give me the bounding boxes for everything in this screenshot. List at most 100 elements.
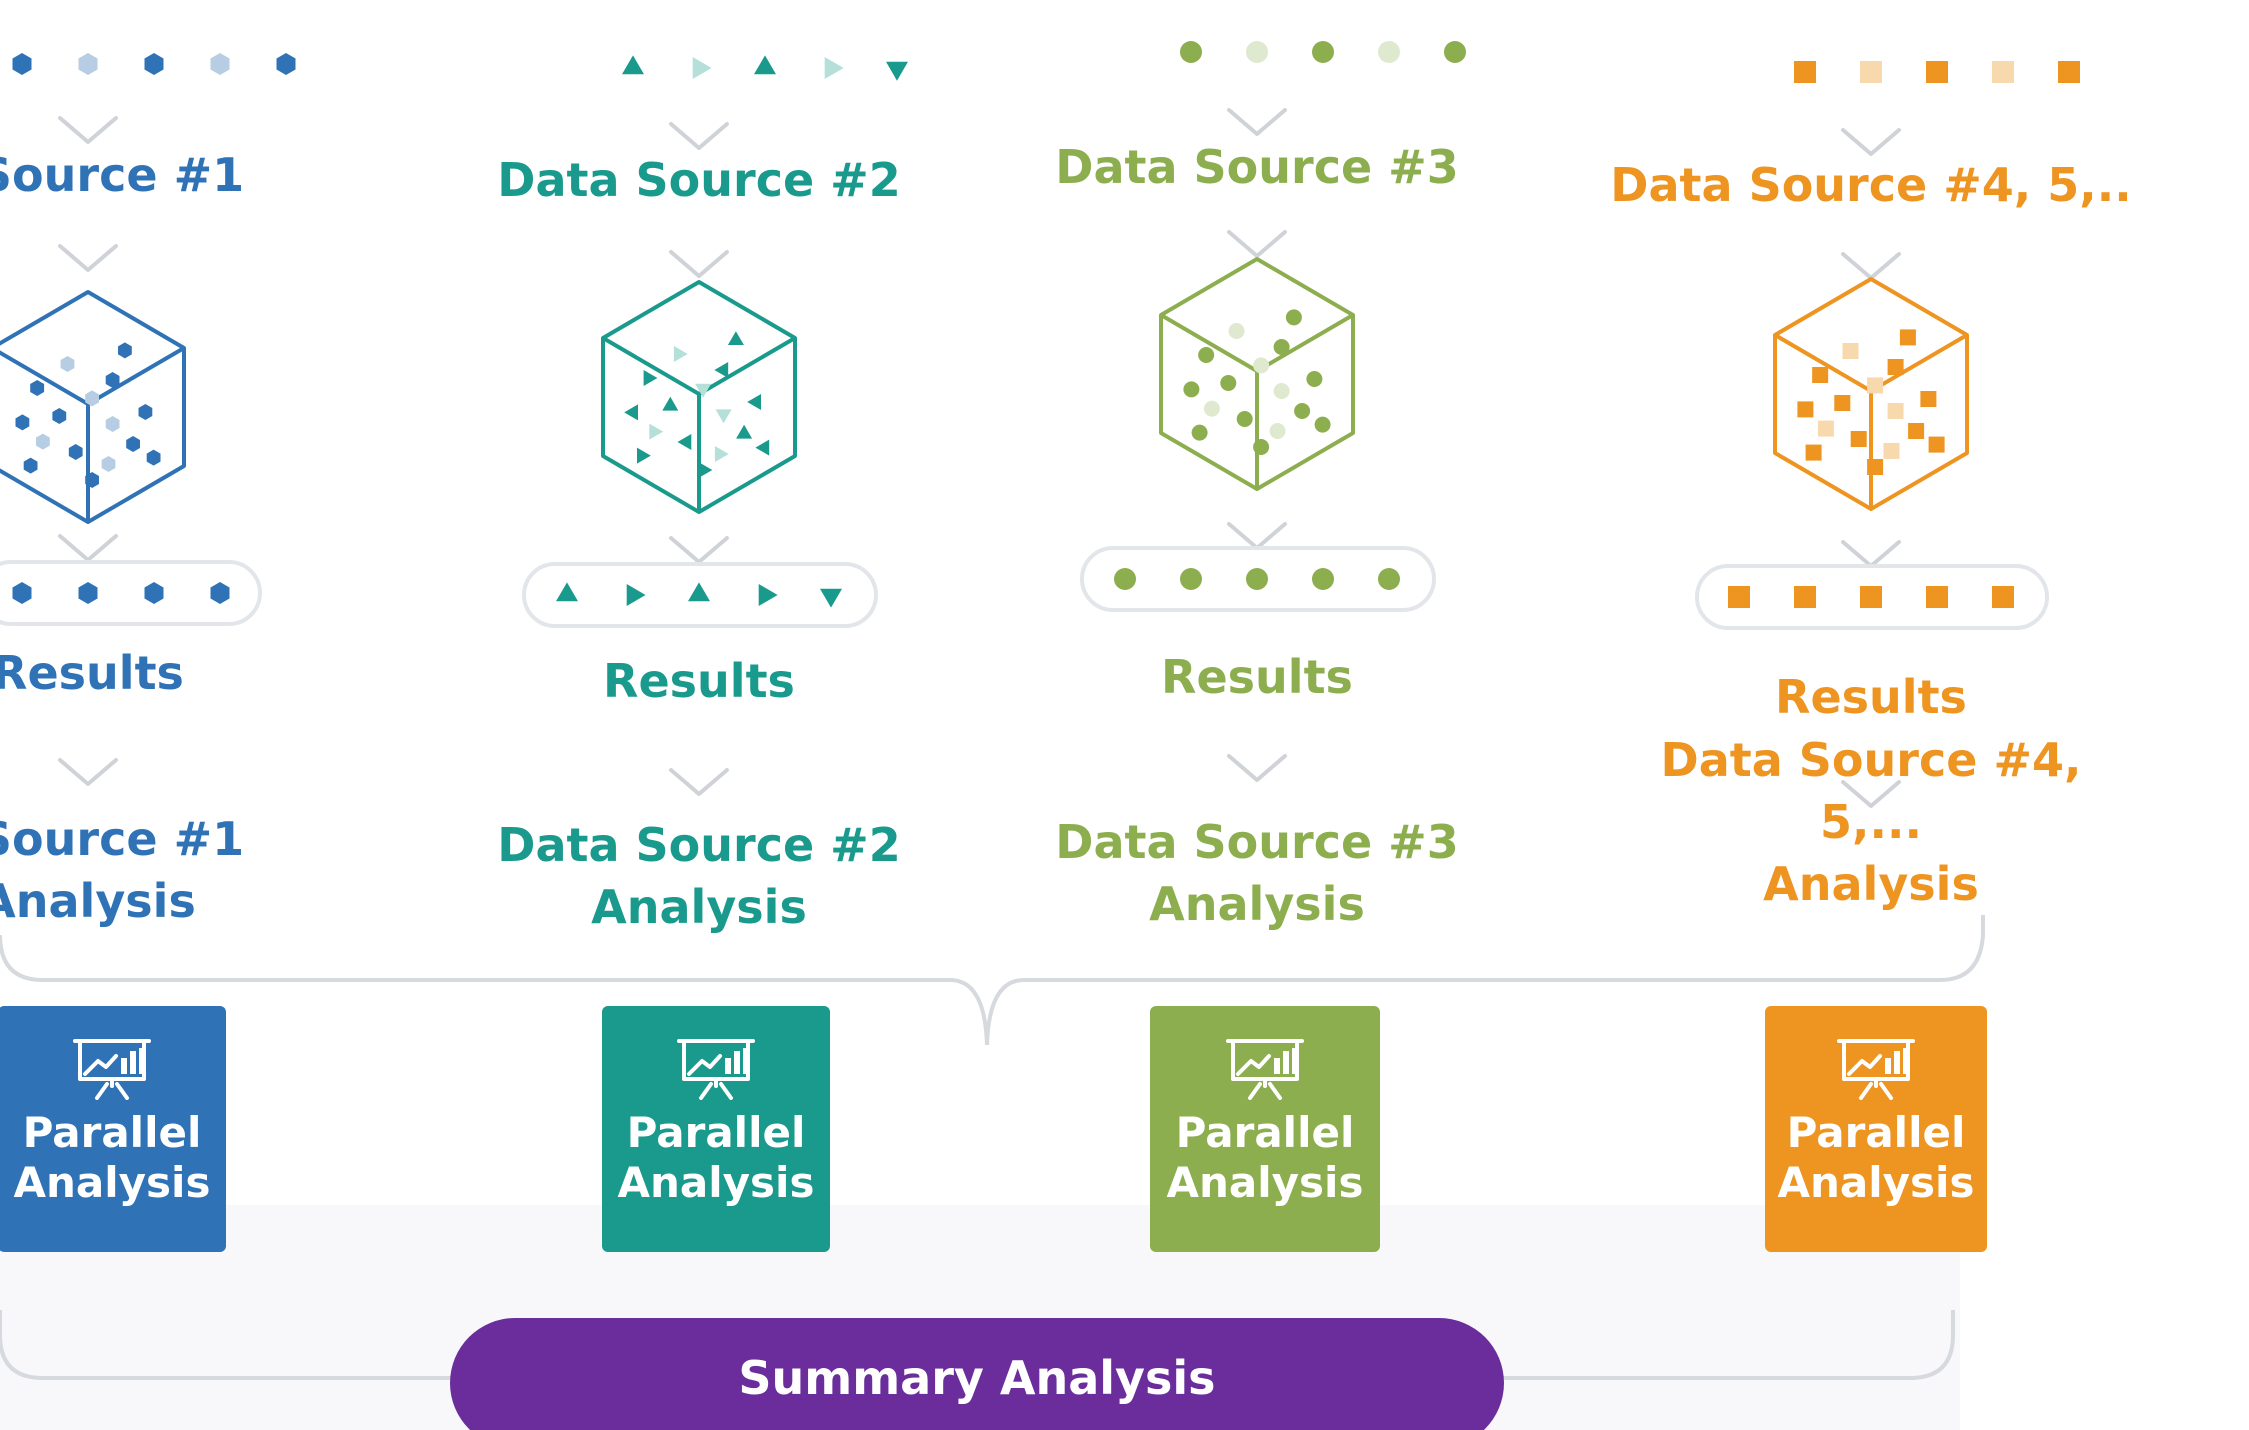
column-4-results-label: Results (1775, 670, 1967, 724)
triangle-marker (727, 331, 744, 345)
circle-marker (1269, 423, 1286, 439)
hexagon-marker (12, 582, 32, 604)
circle-marker (1285, 309, 1302, 326)
hexagon-marker (68, 444, 83, 460)
triangle-marker (714, 362, 729, 378)
triangle-marker (643, 370, 658, 386)
square-marker (1920, 391, 1937, 407)
circle-marker (1294, 403, 1311, 419)
circle-marker (1246, 41, 1268, 63)
triangle-marker (556, 582, 578, 602)
column-2-analysis-line: Data Source #2 (497, 818, 901, 872)
circle-marker (1378, 41, 1400, 63)
triangle-marker (714, 446, 729, 462)
square-marker (1794, 61, 1816, 83)
square-marker (1794, 586, 1816, 608)
square-marker (1860, 586, 1882, 608)
circle-marker (1180, 568, 1202, 590)
hexagon-marker (276, 53, 296, 75)
column-1-results-label: Results (0, 646, 184, 700)
circle-marker (1191, 424, 1208, 441)
triangle-marker (624, 404, 638, 421)
parallel-analysis-label: Parallel (1175, 1108, 1355, 1157)
circle-marker (1314, 416, 1331, 433)
hexagon-marker (210, 582, 230, 604)
square-marker (1817, 420, 1834, 437)
triangle-marker (649, 423, 664, 440)
square-marker (1867, 377, 1884, 394)
circle-marker (1198, 347, 1215, 363)
chevron-down-icon (1227, 522, 1287, 550)
hexagon-marker (118, 342, 132, 359)
parallel-analysis-label: Analysis (1777, 1158, 1975, 1207)
square-marker (1805, 444, 1822, 461)
square-marker (1992, 586, 2014, 608)
analysis-bracket (0, 915, 1985, 1046)
hexagon-marker (15, 414, 30, 431)
hexagon-marker (78, 53, 98, 75)
triangle-marker (637, 447, 651, 464)
chevron-down-icon (1841, 780, 1901, 808)
circle-marker (1253, 357, 1270, 374)
square-marker (1797, 401, 1814, 418)
cube-icon (0, 290, 186, 524)
column-3-analysis-line: Data Source #3 (1055, 815, 1459, 869)
circle-marker (1273, 339, 1290, 355)
summary-analysis-button[interactable]: Summary Analysis (450, 1318, 1504, 1430)
triangle-marker (758, 584, 778, 606)
parallel-analysis-box-4[interactable]: Parallel Analysis (1765, 1006, 1987, 1252)
circle-marker (1246, 568, 1268, 590)
square-marker (1887, 403, 1904, 419)
triangle-marker (736, 424, 753, 439)
hexagon-marker (126, 436, 140, 452)
hexagon-marker (144, 582, 164, 604)
square-marker (1926, 586, 1948, 608)
cube-icon (1159, 257, 1355, 491)
chevron-down-icon (1841, 540, 1901, 568)
parallel-analysis-label: Analysis (13, 1158, 211, 1207)
chevron-down-icon (58, 534, 118, 562)
circle-marker (1378, 568, 1400, 590)
parallel-analysis-label: Parallel (626, 1108, 806, 1157)
square-marker (2058, 61, 2080, 83)
presentation-chart-icon (1226, 1039, 1304, 1100)
square-marker (1850, 431, 1867, 447)
chevron-down-icon (669, 536, 729, 564)
column-3-analysis-line: Analysis (1149, 877, 1365, 931)
column-3-analysis-label: Data Source #3 Analysis (1055, 811, 1458, 935)
parallel-analysis-box-2[interactable]: Parallel Analysis (602, 1006, 830, 1252)
triangle-marker (747, 394, 761, 410)
hexagon-marker (105, 372, 120, 388)
square-marker (1928, 436, 1945, 453)
square-marker (1908, 423, 1925, 439)
hexagon-marker (105, 416, 120, 432)
circle-marker (1253, 439, 1270, 455)
parallel-analysis-box-1[interactable]: Parallel Analysis (0, 1006, 226, 1252)
hexagon-marker (101, 456, 116, 472)
column-2-analysis-label: Data Source #2 Analysis (497, 814, 900, 938)
parallel-analysis-box-3[interactable]: Parallel Analysis (1150, 1006, 1380, 1252)
column-1-analysis-line: Analysis (0, 874, 196, 928)
results-pill (0, 560, 262, 626)
hexagon-marker (210, 53, 230, 75)
cube-icon (1773, 277, 1969, 511)
parallel-analysis-label: Parallel (1786, 1108, 1966, 1157)
column-1-analysis-label: a Source #1 Analysis (0, 808, 244, 932)
triangle-marker (695, 383, 712, 398)
square-marker (1860, 61, 1882, 83)
hexagon-marker (30, 380, 45, 396)
square-marker (1899, 329, 1916, 346)
hexagon-marker (52, 408, 67, 424)
column-3-source-title: Data Source #3 (1055, 140, 1459, 194)
column-4-analysis-label: Data Source #4, 5,... Analysis (1661, 729, 2082, 915)
circle-marker (1236, 411, 1253, 427)
circle-marker (1273, 383, 1290, 399)
circle-marker (1228, 323, 1245, 339)
parallel-analysis-label: Parallel (22, 1108, 202, 1157)
chevron-down-icon (58, 758, 118, 786)
parallel-analysis-label: Analysis (1166, 1158, 1364, 1207)
hexagon-marker (85, 472, 99, 488)
chevron-down-icon (1227, 754, 1287, 782)
column-1-analysis-line: a Source #1 (0, 812, 245, 866)
square-marker (1834, 395, 1851, 411)
